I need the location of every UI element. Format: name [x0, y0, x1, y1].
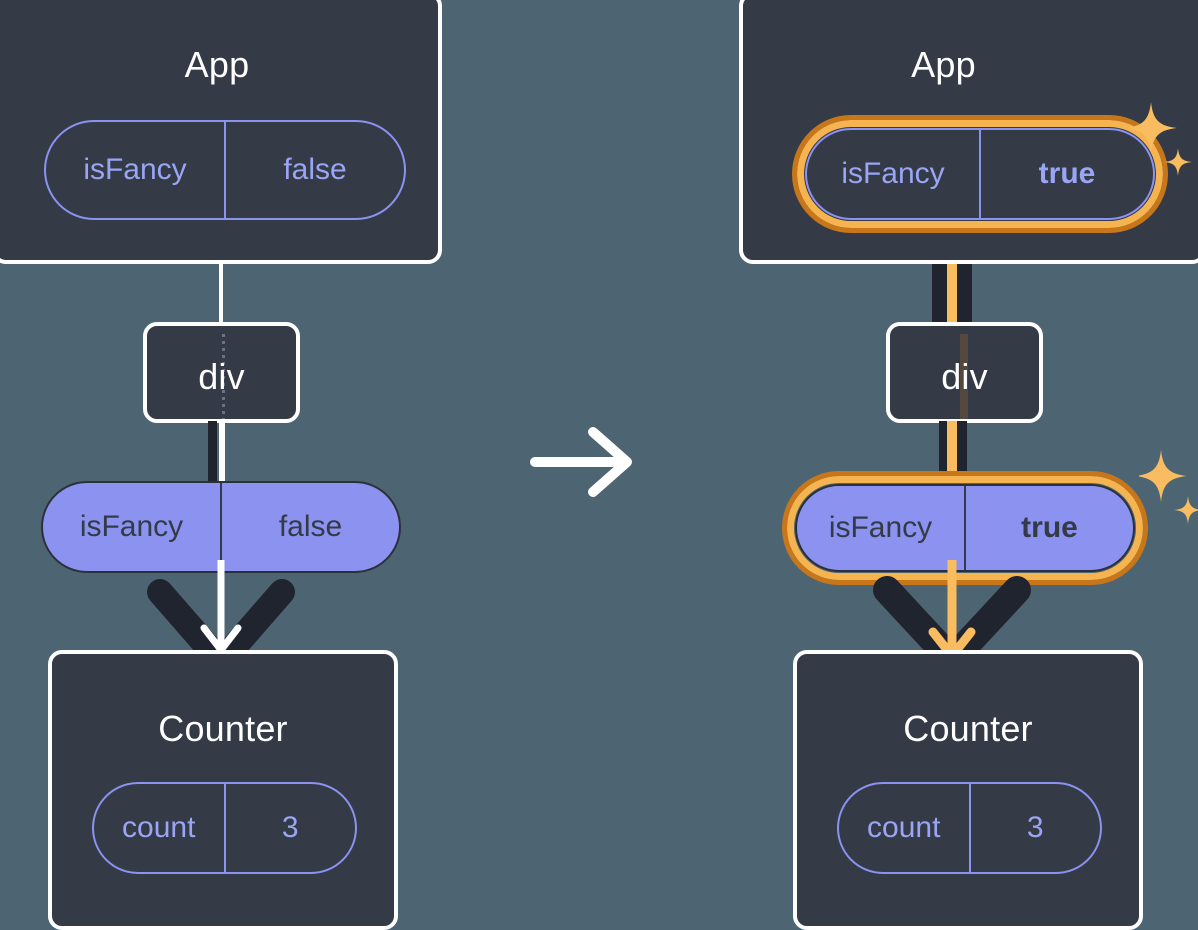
app-box-before: App isFancy false [0, 0, 442, 264]
app-state-value: true [1038, 157, 1096, 190]
counter-state-pill-before: count 3 [92, 782, 357, 874]
counter-box-title: Counter [903, 708, 1033, 749]
connector-app-to-div-before [219, 262, 223, 324]
div-internal-line [960, 334, 968, 419]
app-state-pill-before: isFancy false [44, 120, 406, 220]
prop-pill-value: true [1021, 511, 1078, 544]
panel-before: App isFancy false div isFancy false [0, 0, 599, 930]
panel-after: App isFancy true div isFancy true [599, 0, 1198, 930]
counter-state-key: count [122, 811, 196, 844]
connector-div-to-prop-before [208, 421, 217, 483]
prop-pill-value: false [278, 510, 343, 543]
counter-box-before: Counter count 3 [48, 650, 398, 930]
pill-divider [968, 784, 971, 872]
prop-pill-after: isFancy true [795, 484, 1135, 572]
div-box-before: div [143, 322, 300, 423]
div-box-title: div [941, 356, 988, 397]
counter-state-value: 3 [1026, 811, 1044, 844]
pill-divider [223, 784, 226, 872]
prop-pill-key: isFancy [828, 511, 933, 544]
counter-state-key: count [867, 811, 941, 844]
div-box-after: div [886, 322, 1043, 423]
counter-box-title: Counter [158, 708, 288, 749]
app-state-value: false [283, 153, 347, 186]
sparkle-icon-prop-after [1139, 450, 1198, 524]
connector-div-to-prop-orange-after [947, 421, 957, 483]
pill-divider [979, 130, 981, 218]
transition-arrow-right-icon [530, 427, 632, 497]
connector-app-to-div-orange-after [947, 230, 957, 324]
counter-state-pill-after: count 3 [837, 782, 1102, 874]
app-state-pill-after: isFancy true [805, 128, 1155, 220]
prop-pill-key: isFancy [79, 510, 184, 543]
pill-divider [220, 483, 222, 571]
div-internal-dotted-line [222, 334, 225, 419]
div-box-title: div [198, 356, 245, 397]
pill-divider [224, 122, 226, 218]
app-state-key: isFancy [83, 153, 187, 186]
counter-state-value: 3 [281, 811, 299, 844]
sparkle-icon-app-after [1129, 102, 1192, 176]
app-state-key: isFancy [841, 157, 945, 190]
connector-div-to-prop-inner-before [219, 421, 225, 483]
app-box-after: App isFancy true [739, 0, 1198, 264]
counter-box-after: Counter count 3 [793, 650, 1143, 930]
pill-divider [964, 486, 966, 570]
app-box-title: App [911, 44, 976, 85]
app-box-title: App [184, 44, 250, 85]
